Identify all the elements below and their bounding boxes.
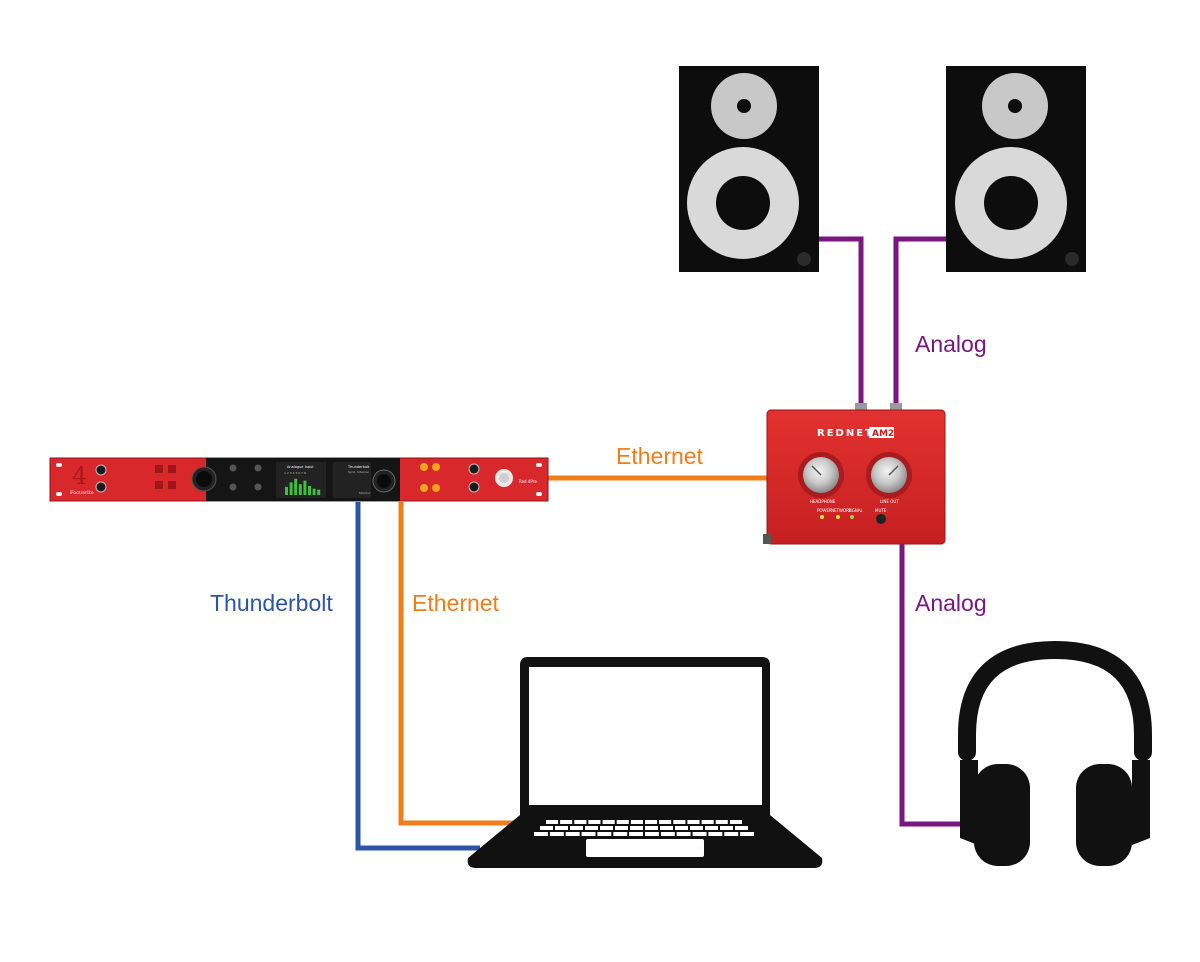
speaker-right — [946, 66, 1086, 272]
laptop-icon — [467, 657, 823, 868]
input-jack-icon — [95, 481, 107, 493]
keyboard-key — [708, 832, 723, 836]
keyboard-key — [660, 826, 673, 830]
meter-bar — [317, 489, 321, 495]
keyboard-key — [645, 820, 658, 824]
meter-bar — [285, 486, 288, 495]
signal-led-icon — [850, 515, 854, 519]
keyboard-key — [720, 826, 733, 830]
ethernet-laptop-label: Ethernet — [412, 590, 500, 616]
keyboard-key — [581, 832, 596, 836]
headphone-label: HEADPHONE — [810, 499, 836, 504]
meter-bar — [289, 482, 293, 495]
network-label: NETWORK — [831, 508, 852, 513]
keyboard-key — [735, 826, 748, 830]
keyboard-key — [645, 826, 658, 830]
keyboard-key — [687, 820, 700, 824]
red-4pre-interface: 4 Focusrite Analogue Input 1 2 3 4 5 6 7… — [49, 457, 549, 502]
laptop-keyboard — [534, 820, 754, 836]
ethernet-cable-laptop — [398, 502, 520, 826]
keyboard-key — [613, 832, 628, 836]
model-badge: Red 4Pre — [519, 479, 537, 484]
keyboard-key — [597, 832, 612, 836]
laptop-trackpad — [586, 839, 704, 857]
keyboard-key — [585, 826, 598, 830]
interface-brand: Focusrite — [70, 490, 94, 496]
keyboard-key — [616, 820, 629, 824]
keyboard-key — [740, 832, 754, 836]
meter-bar — [303, 480, 307, 495]
signal-label: SIGNAL — [848, 508, 864, 513]
screen-right-title: Thunderbolt — [347, 465, 370, 469]
level-meters — [285, 478, 321, 495]
meter-bar — [308, 486, 311, 495]
keyboard-key — [675, 826, 688, 830]
keyboard-key — [660, 832, 675, 836]
am2-model: AM2 — [872, 429, 894, 439]
keyboard-key — [555, 826, 568, 830]
keyboard-key — [659, 820, 672, 824]
keyboard-key — [546, 820, 559, 824]
laptop-screen — [529, 667, 762, 805]
thunderbolt-label: Thunderbolt — [210, 590, 333, 616]
keyboard-key — [570, 826, 583, 830]
analog-cable-right-speaker — [893, 236, 947, 405]
analog-headphones-label: Analog — [915, 590, 987, 616]
keyboard-key — [615, 826, 628, 830]
keyboard-key — [630, 826, 643, 830]
keyboard-key — [676, 832, 691, 836]
keyboard-key — [602, 820, 615, 824]
keyboard-key — [645, 832, 659, 836]
keyboard-key — [565, 832, 580, 836]
line-out-label: LINE OUT — [880, 499, 899, 504]
keyboard-key — [549, 832, 564, 836]
cables — [355, 236, 985, 851]
screen-left-title: Analogue Input — [287, 465, 314, 469]
analog-cable-headphones — [899, 541, 985, 827]
headphone-jack-icon — [468, 463, 480, 475]
interface-numeral: 4 — [72, 462, 87, 490]
network-led-icon — [836, 515, 840, 519]
keyboard-key — [673, 820, 686, 824]
keyboard-key — [705, 826, 718, 830]
headphone-jack-icon — [468, 481, 480, 493]
keyboard-key — [724, 832, 739, 836]
power-label: POWER — [817, 508, 832, 513]
keyboard-key — [692, 832, 707, 836]
screen-left-channels: 1 2 3 4 5 6 7 8 — [284, 471, 306, 475]
keyboard-key — [560, 820, 573, 824]
keyboard-key — [588, 820, 601, 824]
headphones-icon — [958, 640, 1152, 866]
am2-brand: REDNET — [817, 428, 874, 439]
keyboard-key — [600, 826, 613, 830]
rednet-am2-unit: REDNET AM2 HEADPHONE LINE OUT POWER NETW… — [763, 403, 946, 545]
speaker-left — [679, 66, 819, 272]
keyboard-key — [701, 820, 714, 824]
keyboard-key — [574, 820, 587, 824]
meter-bar — [312, 488, 316, 495]
ethernet-rednet-label: Ethernet — [616, 443, 704, 469]
keyboard-key — [715, 820, 728, 824]
mute-label: MUTE — [875, 508, 887, 513]
analog-cable-left-speaker — [818, 236, 864, 405]
keyboard-key — [690, 826, 703, 830]
keyboard-key — [630, 820, 643, 824]
power-led-icon — [820, 515, 824, 519]
meter-bar — [294, 478, 298, 495]
keyboard-key — [534, 832, 548, 836]
gain-controls — [229, 464, 262, 491]
meter-bar — [298, 484, 302, 495]
mute-button[interactable] — [876, 514, 886, 524]
input-jack-icon — [95, 464, 107, 476]
keyboard-key — [629, 832, 643, 836]
analog-speakers-label: Analog — [915, 331, 987, 357]
keyboard-key — [729, 820, 742, 824]
screen-right-sub: Sync: Internal — [348, 470, 369, 474]
screen-right-footer: Monitor — [359, 491, 371, 495]
thunderbolt-cable — [355, 502, 480, 851]
keyboard-key — [540, 826, 553, 830]
